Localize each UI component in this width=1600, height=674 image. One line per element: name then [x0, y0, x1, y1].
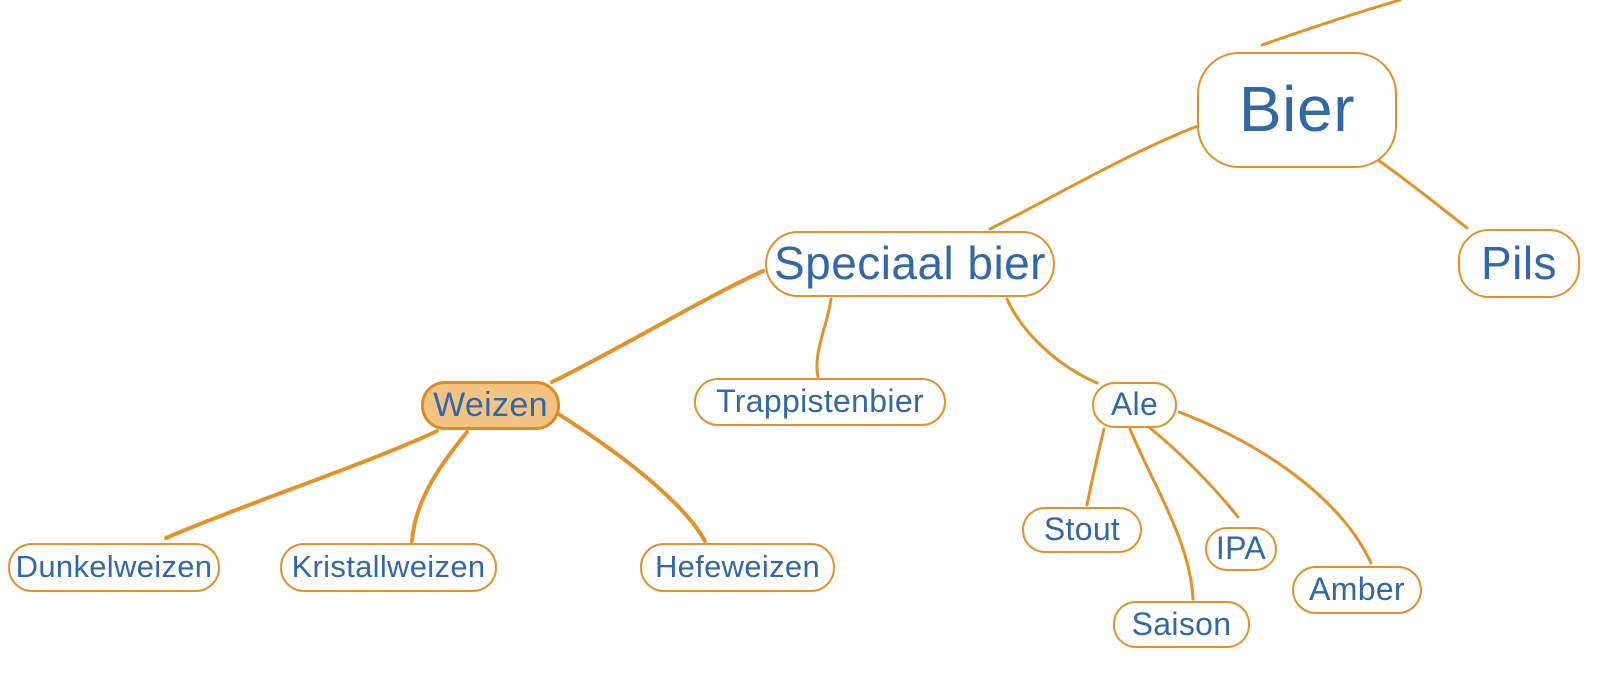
- node-label: Trappistenbier: [716, 383, 924, 419]
- edge-bier-pils: [1376, 158, 1469, 230]
- node-label: IPA: [1215, 530, 1267, 566]
- node-label: Pils: [1481, 236, 1557, 289]
- node-label: Dunkelweizen: [15, 549, 213, 584]
- node-ipa[interactable]: IPA: [1205, 527, 1277, 571]
- node-pils[interactable]: Pils: [1458, 229, 1580, 298]
- node-label: Saison: [1131, 605, 1232, 642]
- node-kristallweizen[interactable]: Kristallweizen: [280, 543, 497, 592]
- node-hefeweizen[interactable]: Hefeweizen: [640, 543, 835, 592]
- node-dunkelweizen[interactable]: Dunkelweizen: [8, 543, 220, 592]
- edge-ale-saison: [1128, 427, 1195, 601]
- node-label: Ale: [1110, 386, 1159, 422]
- node-saison[interactable]: Saison: [1113, 601, 1250, 648]
- node-label: Bier: [1238, 73, 1356, 145]
- edge-offscreen-bier: [1260, 0, 1402, 47]
- node-label: Kristallweizen: [291, 549, 486, 584]
- edge-weizen-dunkelweizen: [164, 429, 439, 540]
- edge-speciaal-bier-ale: [1005, 297, 1099, 385]
- edge-ale-ipa: [1148, 426, 1240, 519]
- node-bier[interactable]: Bier: [1197, 52, 1397, 168]
- edge-speciaal-bier-weizen: [550, 269, 765, 384]
- node-trappistenbier[interactable]: Trappistenbier: [694, 378, 946, 426]
- node-label: Speciaal bier: [774, 237, 1046, 289]
- node-label: Stout: [1043, 511, 1121, 547]
- node-label: Hefeweizen: [654, 549, 821, 584]
- node-weizen[interactable]: Weizen: [421, 381, 560, 430]
- edge-bier-speciaal-bier: [988, 124, 1200, 231]
- edge-weizen-hefeweizen: [555, 411, 707, 543]
- node-ale[interactable]: Ale: [1092, 382, 1177, 428]
- edge-weizen-kristallweizen: [410, 430, 469, 543]
- edge-ale-amber: [1177, 410, 1373, 565]
- node-amber[interactable]: Amber: [1292, 566, 1422, 614]
- edge-ale-stout: [1085, 427, 1106, 507]
- node-stout[interactable]: Stout: [1022, 507, 1142, 553]
- node-speciaal-bier[interactable]: Speciaal bier: [765, 231, 1055, 297]
- node-label: Amber: [1309, 571, 1405, 607]
- edge-speciaal-bier-trappistenbier: [815, 297, 833, 379]
- node-label: Weizen: [433, 385, 548, 424]
